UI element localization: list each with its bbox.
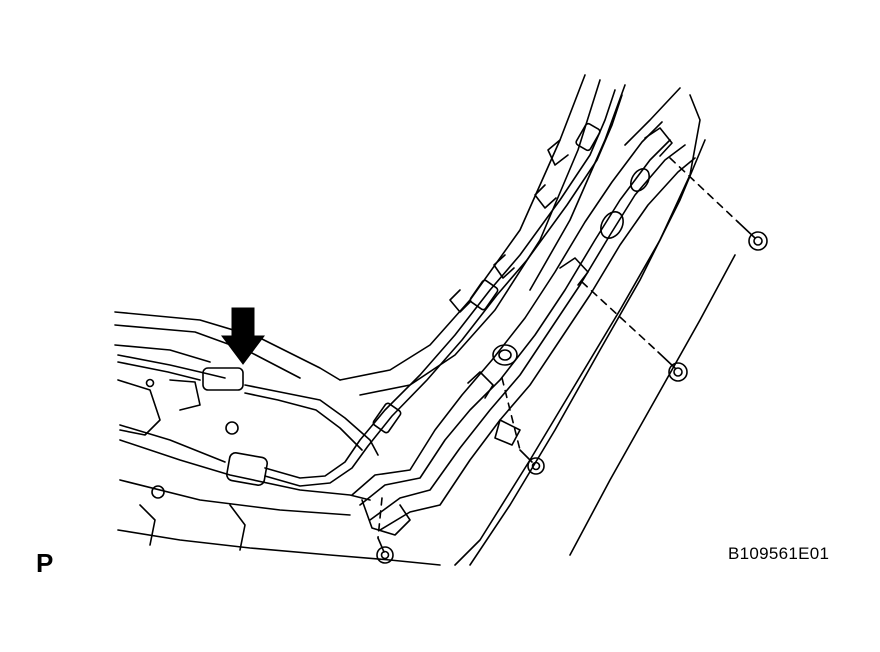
wire-harness	[117, 89, 623, 487]
corner-letter: P	[36, 548, 54, 578]
curtain-airbag-assembly	[351, 121, 696, 536]
bolt-lower-center	[519, 449, 545, 475]
roof-side-rail	[114, 311, 441, 566]
bolt-middle-right	[657, 351, 688, 382]
bolt-icon	[748, 231, 768, 251]
pillar-panel	[339, 74, 736, 566]
bolt-lower-left	[376, 537, 394, 564]
bolt-icon	[527, 457, 545, 475]
figure-code: B109561E01	[728, 544, 830, 563]
harness-clamp	[226, 452, 268, 486]
harness-connector	[202, 367, 244, 391]
bolt-upper-right	[737, 221, 768, 251]
bolt-icon	[668, 362, 688, 382]
alignment-guides	[377, 157, 739, 539]
bolt-icon	[376, 546, 394, 564]
arrow-down-icon	[221, 307, 265, 365]
